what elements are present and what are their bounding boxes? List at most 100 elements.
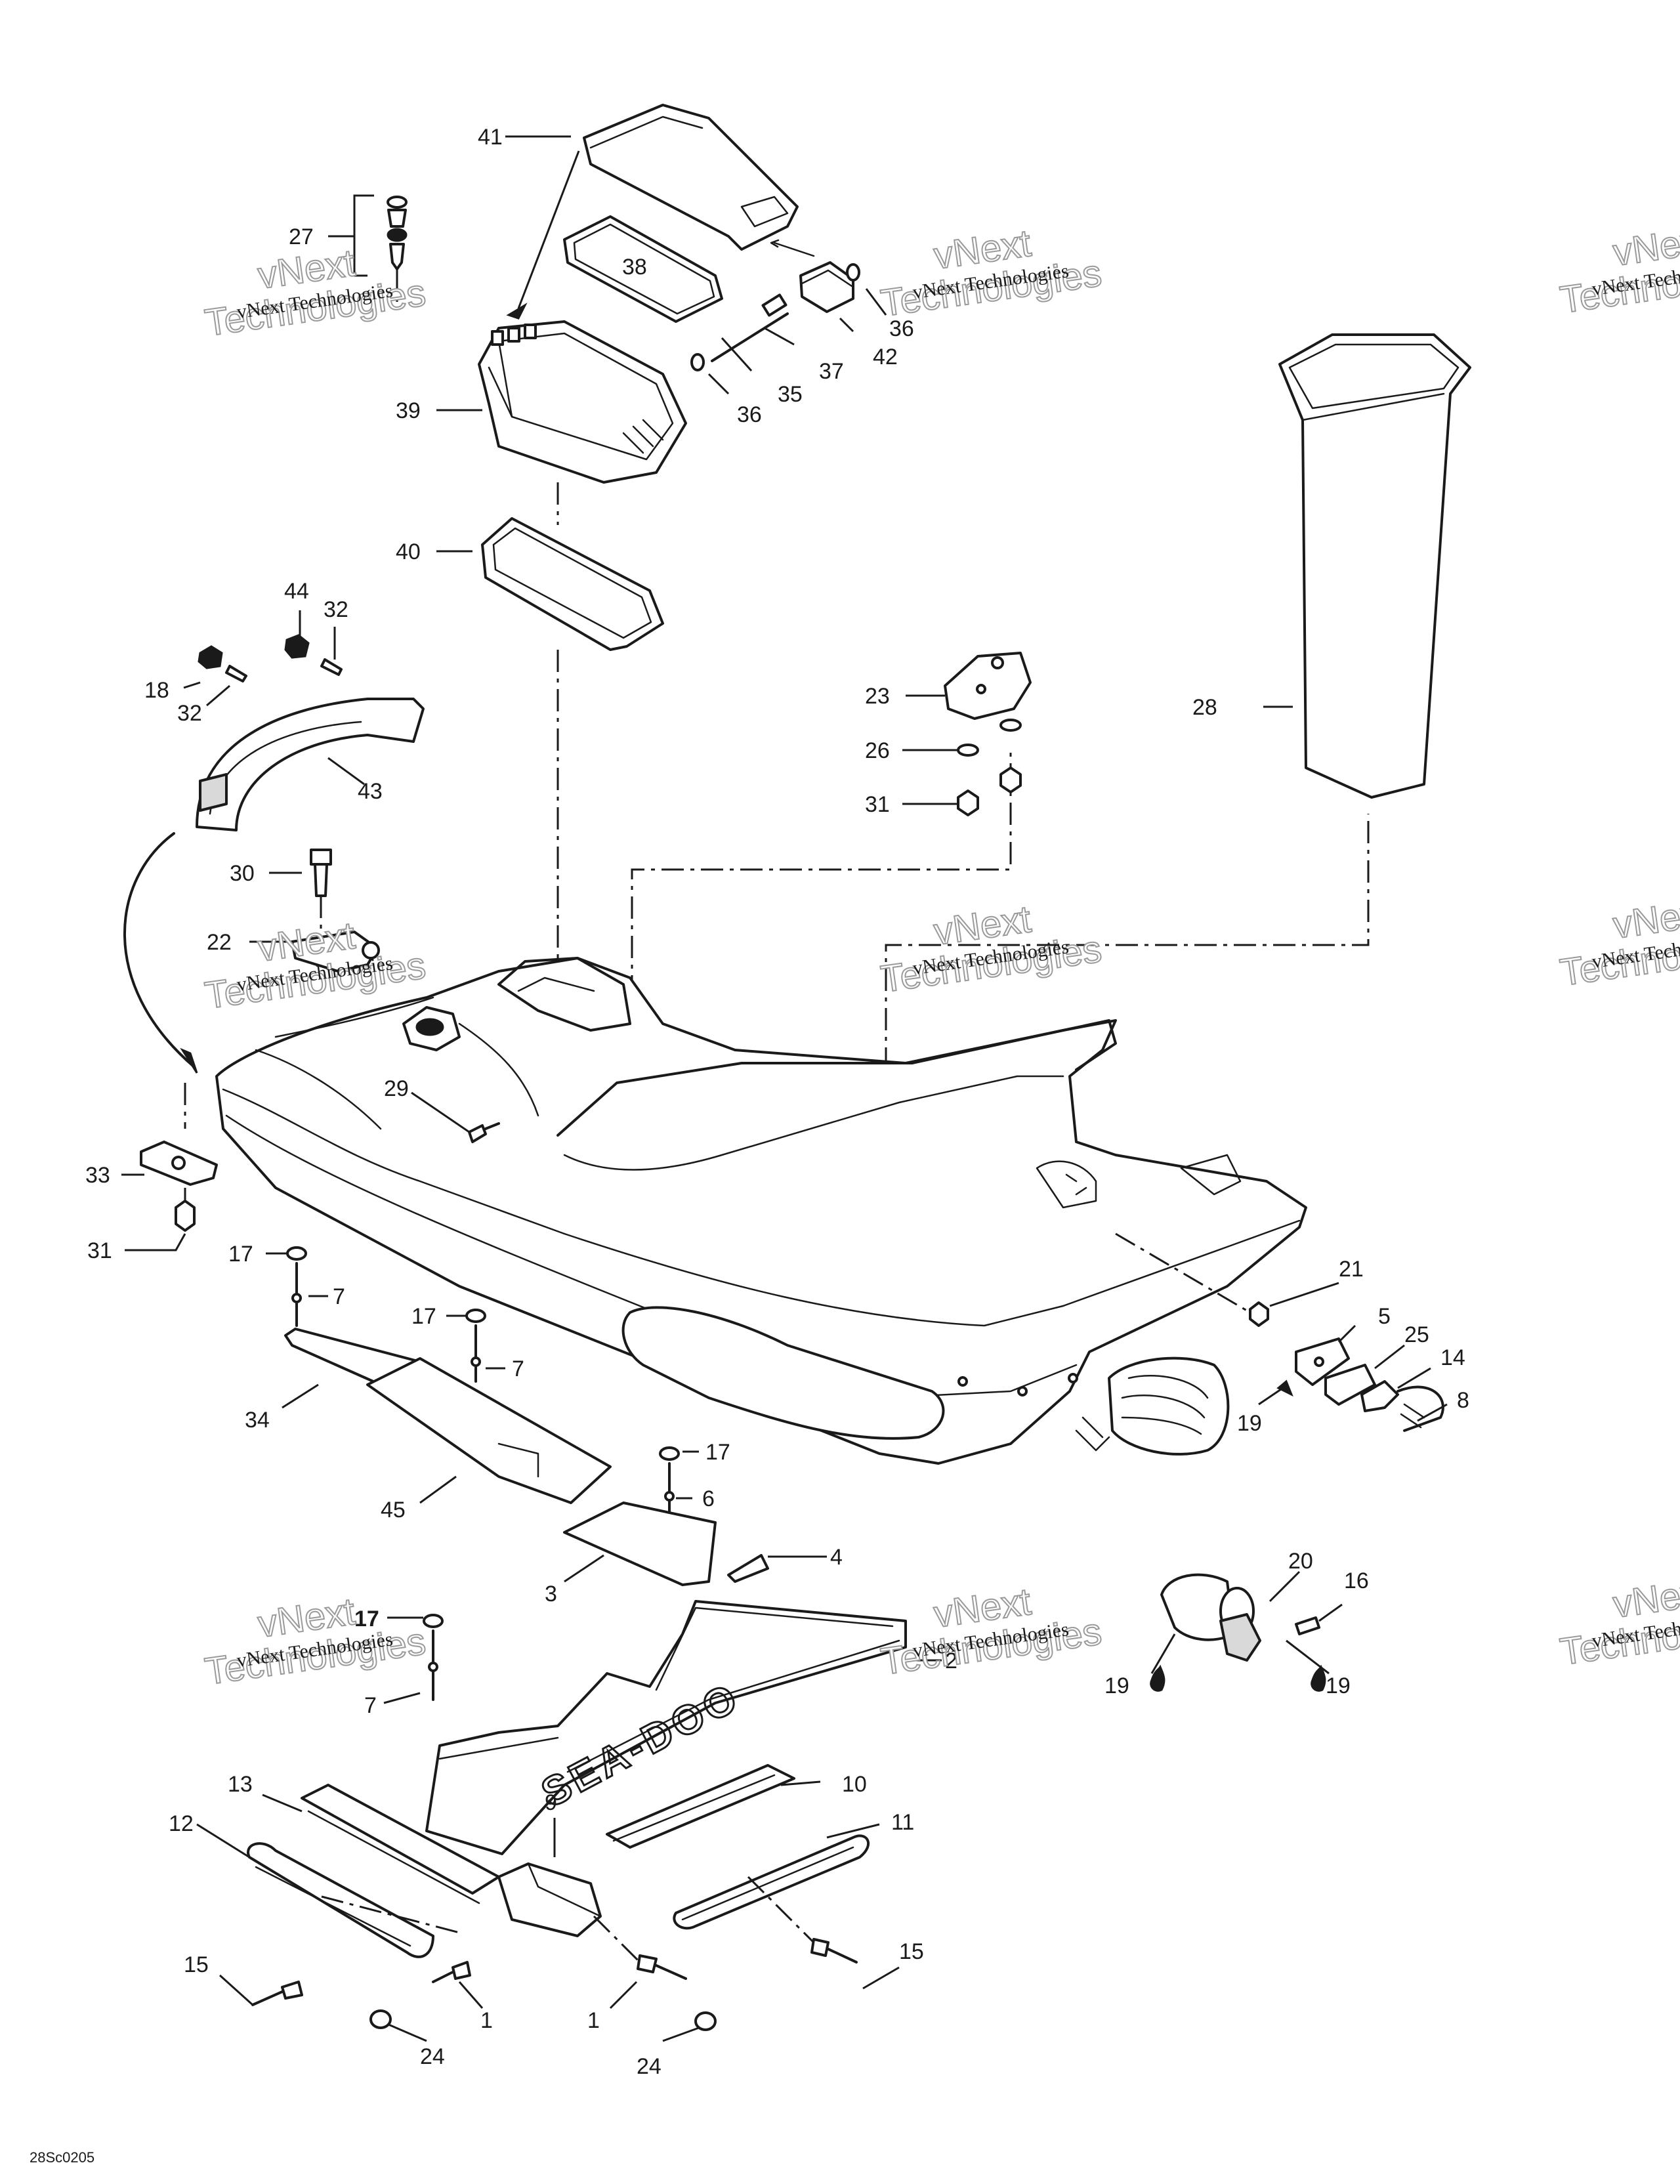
watermark-6: Technologies vNext Technologies vNext <box>1557 891 1680 995</box>
callout-44: 44 <box>284 579 309 604</box>
screw-29 <box>468 1124 487 1143</box>
callout-17b: 17 <box>411 1304 436 1329</box>
storage-cover-41 <box>583 104 799 251</box>
callout-16: 16 <box>1344 1568 1369 1593</box>
arrow-rail-to-hull <box>123 832 195 1068</box>
plate-33 <box>140 1083 218 1232</box>
callout-27: 27 <box>289 224 314 249</box>
callout-8: 8 <box>1457 1388 1469 1413</box>
watermark-9: Technologies vNext Technologies vNext <box>1557 1570 1680 1674</box>
callout-24a: 24 <box>420 2044 445 2069</box>
callout-21: 21 <box>1339 1257 1364 1282</box>
watermark-7: Technologies vNext Technologies vNext <box>201 1589 429 1694</box>
pin-middle <box>659 1446 680 1517</box>
rear-hardware <box>1115 1232 1444 1432</box>
callout-38: 38 <box>622 255 647 280</box>
pin-lower <box>423 1614 444 1701</box>
callout-36a: 36 <box>889 316 914 341</box>
parts-line-art: SEA-DOO <box>123 104 1471 2031</box>
callout-37: 37 <box>819 359 844 384</box>
bracket-22 <box>291 931 380 973</box>
gasket-40 <box>481 517 664 651</box>
callout-45: 45 <box>381 1498 406 1522</box>
callout-1a: 1 <box>480 2008 493 2033</box>
callout-36b: 36 <box>737 402 762 427</box>
callout-29: 29 <box>384 1076 409 1101</box>
callout-17c: 17 <box>705 1440 730 1465</box>
center-line-bracket <box>631 748 1012 998</box>
callout-12: 12 <box>169 1811 194 1836</box>
callout-40: 40 <box>396 539 421 564</box>
rear-bin-28 <box>1278 333 1471 799</box>
callout-34: 34 <box>245 1408 270 1433</box>
leader-lines <box>121 135 1448 2042</box>
watermark-3: Technologies vNext Technologies vNext <box>1557 218 1680 322</box>
drain-assembly <box>1150 1573 1326 1692</box>
watermarks: Technologies vNext Technologies vNext Te… <box>201 218 1680 1694</box>
callout-14: 14 <box>1440 1345 1465 1370</box>
callout-19c: 19 <box>1326 1673 1351 1698</box>
callout-22: 22 <box>207 930 232 955</box>
callout-32a: 32 <box>324 597 348 622</box>
callout-42: 42 <box>873 345 898 369</box>
callout-31a: 31 <box>865 792 890 817</box>
callout-7b: 7 <box>512 1356 524 1381</box>
screw-29-shank <box>484 1122 500 1130</box>
callout-7a: 7 <box>333 1284 345 1309</box>
callout-20: 20 <box>1288 1549 1313 1574</box>
svg-text:vNext: vNext <box>1610 219 1680 274</box>
callout-15a: 15 <box>184 1952 209 1977</box>
bolt-30 <box>310 849 332 938</box>
strip-45 <box>366 1357 612 1504</box>
watermark-2: Technologies vNext Technologies vNext <box>877 221 1104 326</box>
callout-30: 30 <box>230 861 255 886</box>
callout-7c: 7 <box>364 1693 377 1718</box>
callout-19b: 19 <box>1104 1673 1129 1698</box>
callout-6: 6 <box>702 1486 715 1511</box>
bracket-23 <box>944 652 1032 816</box>
fasteners-top-left <box>198 634 343 682</box>
arrow-head <box>180 1047 198 1074</box>
watermark-4: Technologies vNext Technologies vNext <box>201 914 429 1018</box>
callout-11: 11 <box>891 1810 914 1835</box>
callout-28: 28 <box>1192 695 1217 720</box>
center-line-rear-bin <box>885 814 1370 1070</box>
callout-10: 10 <box>842 1772 867 1797</box>
callout-31b: 31 <box>87 1238 112 1263</box>
wedge-4 <box>727 1554 769 1583</box>
callout-numbers: 41 27 38 36 42 37 35 36 39 40 44 32 18 3… <box>85 125 1469 2079</box>
gasket-38 <box>563 215 723 323</box>
callout-33: 33 <box>85 1163 110 1188</box>
watermark-5: Technologies vNext Technologies vNext <box>877 897 1104 1001</box>
callout-19a: 19 <box>1237 1411 1262 1436</box>
callout-43: 43 <box>358 779 383 804</box>
callout-35: 35 <box>778 382 803 407</box>
callout-17a: 17 <box>228 1242 253 1267</box>
svg-text:vNext: vNext <box>1610 891 1680 947</box>
callout-17d: 17 <box>354 1606 379 1631</box>
callout-41: 41 <box>478 125 503 150</box>
callout-13: 13 <box>228 1772 253 1797</box>
svg-text:vNext: vNext <box>1610 1570 1680 1626</box>
callout-24b: 24 <box>637 2054 662 2079</box>
callout-32b: 32 <box>177 701 202 726</box>
callout-4: 4 <box>830 1545 843 1570</box>
callout-5: 5 <box>1378 1304 1391 1329</box>
callout-23: 23 <box>865 684 890 709</box>
callout-26: 26 <box>865 738 890 763</box>
watermark-8: Technologies vNext Technologies vNext <box>877 1580 1104 1684</box>
callout-1b: 1 <box>587 2008 600 2033</box>
grab-rail-43 <box>196 698 425 831</box>
callout-2: 2 <box>945 1648 957 1673</box>
latch-assembly <box>690 239 860 371</box>
drawing-code: 28Sc0205 <box>30 2149 94 2166</box>
rails <box>247 1764 870 1958</box>
callout-18: 18 <box>144 678 169 703</box>
fastener-27 <box>387 196 408 308</box>
storage-bin-39 <box>478 320 687 525</box>
callout-15b: 15 <box>899 1939 924 1964</box>
plate-3 <box>563 1502 717 1586</box>
fasteners-bottom <box>251 1938 858 2031</box>
callout-3: 3 <box>545 1582 557 1606</box>
